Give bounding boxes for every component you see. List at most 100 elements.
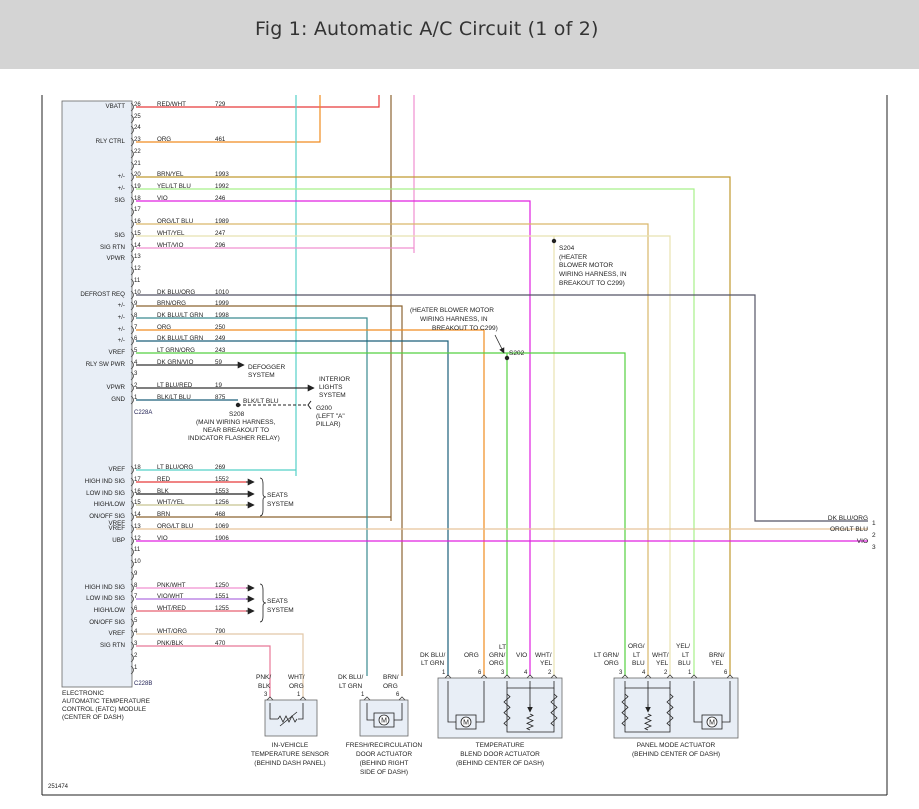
c228b-pin-number: 16 [134, 489, 141, 495]
c228b-pin-label: HIGH/LOW [94, 501, 125, 508]
fresh-wire-label-1b: LT GRN [339, 683, 363, 690]
c228a-pin-label: VPWR [106, 384, 125, 391]
c228a-circuit-number: 19 [215, 382, 222, 389]
c228a-pin-bracket [130, 290, 134, 300]
c228b-wire-color: WHT/ORG [157, 628, 187, 635]
c228a-circuit-number: 1999 [215, 300, 229, 307]
c228b-pin-label: HIGH/LOW [94, 607, 125, 614]
temp-blend-motor-letter: M [463, 720, 469, 727]
c228b-pin-label: VREF [108, 630, 125, 637]
module-name-1: ELECTRONIC [62, 690, 104, 697]
c228a-wire-color: ORG [157, 136, 171, 143]
s204-label-3: BLOWER MOTOR [559, 262, 613, 269]
panel-mode-pin-tab [621, 674, 629, 679]
blend-wire-label-4: VIO [516, 652, 527, 659]
fresh-recirc-lead [394, 703, 403, 721]
c228b-circuit-number: 1069 [215, 523, 229, 530]
c228b-pin-bracket [130, 524, 134, 534]
c228b-pin-bracket [130, 665, 134, 675]
c228a-pin-number: 24 [134, 125, 141, 131]
c228a-circuit-number: 296 [215, 242, 226, 249]
c228a-pin-bracket [130, 137, 134, 147]
panel-mode-pin-number: 6 [724, 670, 728, 676]
c228b-pin-number: 17 [134, 477, 141, 483]
interior-label-3: SYSTEM [319, 392, 346, 399]
s204-label-1: S204 [559, 245, 575, 252]
c228b-pin-number: 7 [134, 594, 138, 600]
c228a-pin-bracket [130, 207, 134, 217]
c228a-pin-number: 3 [134, 371, 138, 377]
c228b-pin-number: 5 [134, 618, 138, 624]
s208-splice-dot [235, 402, 241, 408]
c228a-pin-bracket [130, 114, 134, 124]
s208-label-4: INDICATOR FLASHER RELAY) [188, 435, 280, 442]
wire-brn-org [136, 305, 403, 676]
fresh-wire-label-2b: ORG [383, 683, 398, 690]
eatc-module-box [61, 100, 133, 688]
c228b-circuit-number: 1551 [215, 593, 229, 600]
temp-blend-center-resistor [526, 713, 534, 731]
c228a-pin-number: 11 [134, 278, 141, 284]
panel-mode-pin-number: 1 [688, 670, 692, 676]
wire-brn-yel [136, 176, 731, 676]
s204-splice-dot [551, 238, 557, 244]
c228a-pin-number: 16 [134, 219, 141, 225]
temp-blend-pin-tab [550, 674, 558, 679]
wire-yel-lt-blu [136, 188, 695, 676]
c228b-pin-number: 14 [134, 512, 141, 518]
temp-blend-lead [506, 681, 555, 689]
c228a-pin-bracket [130, 325, 134, 335]
c228a-circuit-number: 875 [215, 394, 226, 401]
temp-blend-pin-number: 2 [548, 670, 552, 676]
c228b-pin-number: 3 [134, 641, 138, 647]
c228b-pin-label: UBP [112, 537, 125, 544]
c228b-wire-color: VIO [157, 535, 168, 542]
c228a-pin-number: 8 [134, 313, 138, 319]
c228b-pin-bracket [130, 618, 134, 628]
c228a-circuit-number: 1993 [215, 171, 229, 178]
exit-num-3: 3 [872, 544, 876, 551]
blend-name-1: TEMPERATURE [476, 742, 525, 749]
temp-blend-pin-number: 6 [478, 670, 482, 676]
c228a-pin-label: VBATT [106, 103, 126, 110]
thermistor-icon [277, 715, 298, 723]
c228b-pin-bracket [130, 536, 134, 546]
c228b-pin-bracket [130, 477, 134, 487]
c228a-circuit-number: 1010 [215, 289, 229, 296]
panel-mode-lead [624, 681, 671, 689]
c228a-pin-bracket [130, 348, 134, 358]
panel-mode-pin-number: 4 [642, 670, 646, 676]
c228b-pin-label: VREF [108, 466, 125, 473]
c228a-pin-number: 14 [134, 243, 141, 249]
c228a-pin-bracket [130, 219, 134, 229]
seats-brace [259, 583, 267, 623]
figure-id: 251474 [48, 784, 69, 790]
c228a-pin-label: SIG RTN [100, 244, 125, 251]
s208-label-3: NEAR BREAKOUT TO [203, 427, 269, 434]
blend-wire-label-3a: LT [499, 644, 506, 651]
s202-note-1: (HEATER BLOWER MOTOR [410, 307, 494, 314]
temp-blend-pin-number: 4 [524, 670, 528, 676]
c228b-pin-number: 6 [134, 606, 138, 612]
panel-wire-label-2a: ORG/ [628, 643, 645, 650]
c228a-pin-number: 12 [134, 266, 141, 272]
fresh-recirc-pin-tab [398, 696, 406, 701]
c228a-pin-bracket [130, 254, 134, 264]
temp-blend-motor-box [455, 714, 477, 730]
c228a-pin-bracket [130, 172, 134, 182]
c228b-pin-bracket [130, 571, 134, 581]
panel-wire-label-2c: BLU [632, 660, 645, 667]
c228a-pin-bracket [130, 278, 134, 288]
c228b-pin-number: 9 [134, 571, 138, 577]
g200-label-2: (LEFT "A" [316, 413, 345, 420]
c228b-pin-number: 13 [134, 524, 141, 530]
panel-mode-pin-number: 3 [619, 670, 623, 676]
c228a-pin-bracket [130, 243, 134, 253]
c228a-pin-number: 13 [134, 254, 141, 260]
panel-wire-label-5b: YEL [711, 660, 724, 667]
c228b-pin-bracket [130, 547, 134, 557]
fresh-wire-label-1a: DK BLU/ [338, 674, 363, 681]
figure-header: Fig 1: Automatic A/C Circuit (1 of 2) [0, 0, 919, 69]
c228a-pin-label: +/- [118, 314, 125, 321]
fresh-recirc-motor-icon [378, 714, 390, 726]
